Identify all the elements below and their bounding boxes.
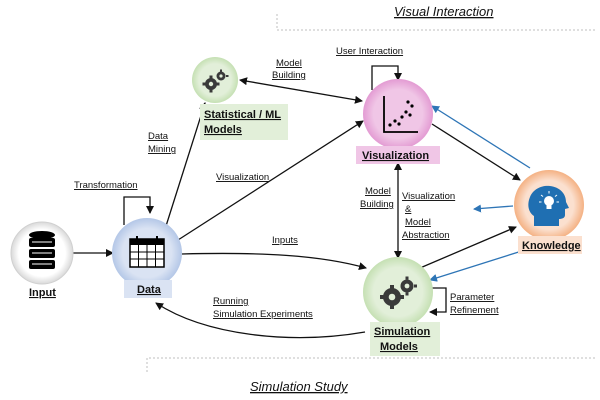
edge-transformation-loop [123, 196, 154, 225]
edge-parameter-loop [428, 287, 447, 316]
edge-data-sim [181, 252, 367, 270]
label-data-mining-2: Mining [148, 144, 176, 155]
node-input: Input [10, 221, 74, 299]
label-transformation: Transformation [74, 180, 138, 191]
edge-stats-vis [239, 77, 363, 104]
label-vma-4: Abstraction [402, 230, 450, 241]
edge-labels: Transformation Data Mining Model Buildin… [74, 46, 499, 320]
label-model-building-top-1: Model [276, 58, 302, 69]
gears-icon-large [380, 276, 417, 309]
node-sim-label-2: Models [380, 341, 418, 353]
label-user-interaction: User Interaction [336, 46, 403, 57]
label-parameter-2: Refinement [450, 305, 499, 316]
node-statistical-models: Statistical / ML Models [192, 57, 288, 140]
label-running-2: Simulation Experiments [213, 309, 313, 320]
node-visualization-label: Visualization [362, 150, 429, 162]
node-data: Data [112, 218, 182, 298]
edge-user-interaction-loop [371, 65, 402, 90]
head-lightbulb-icon [528, 185, 569, 226]
region-title-visual-interaction: Visual Interaction [394, 4, 494, 19]
node-stats-label-2: Models [204, 124, 242, 136]
label-vma-1: Visualization [402, 191, 455, 202]
node-knowledge-label: Knowledge [522, 240, 581, 252]
edge-vis-knowledge [431, 123, 521, 181]
database-icon [29, 231, 55, 269]
edge-data-stats [165, 102, 207, 227]
node-visualization: Visualization [356, 79, 440, 164]
node-knowledge: Knowledge [514, 170, 584, 254]
edge-knowledge-vis [431, 105, 531, 169]
label-model-building-mid-2: Building [360, 199, 394, 210]
label-visualization-edge: Visualization [216, 172, 269, 183]
label-running-1: Running [213, 296, 248, 307]
label-data-mining-1: Data [148, 131, 169, 142]
edge-knowledge-sim [429, 249, 526, 282]
gears-icon [202, 69, 229, 93]
node-data-label: Data [137, 284, 162, 296]
scatter-plot-icon [383, 96, 418, 133]
label-model-building-top-2: Building [272, 70, 306, 81]
node-sim-label-1: Simulation [374, 326, 431, 338]
node-input-label: Input [29, 287, 56, 299]
edge-knowledge-abstraction [473, 204, 514, 213]
table-calendar-icon [129, 236, 165, 268]
node-stats-label-1: Statistical / ML [204, 109, 281, 121]
region-frames [146, 14, 597, 372]
edge-data-vis [177, 120, 364, 241]
label-inputs: Inputs [272, 235, 298, 246]
label-model-building-mid-1: Model [365, 186, 391, 197]
edge-sim-knowledge [419, 226, 517, 269]
label-vma-2: & [405, 204, 412, 215]
node-simulation-models: Simulation Models [363, 257, 440, 356]
region-title-simulation-study: Simulation Study [250, 379, 349, 394]
edges [72, 65, 531, 339]
label-vma-3: Model [405, 217, 431, 228]
label-parameter-1: Parameter [450, 292, 494, 303]
edge-sim-data [155, 302, 366, 339]
